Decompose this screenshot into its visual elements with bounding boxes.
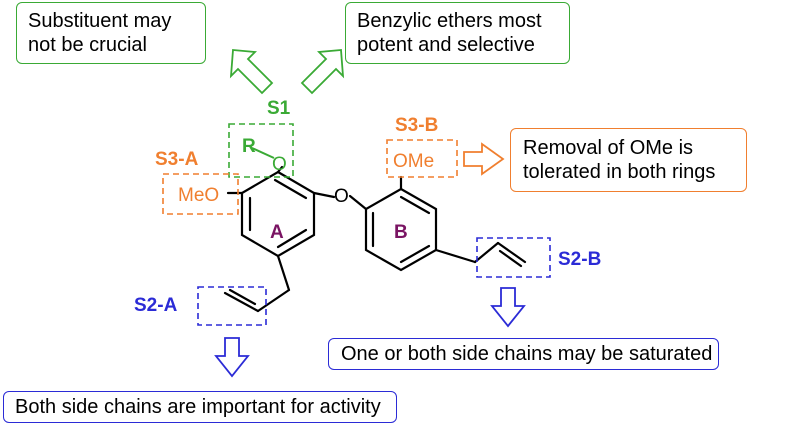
callout-s2a-important: Both side chains are important for activ… — [3, 391, 397, 423]
callout-text-line: Substituent may — [28, 10, 172, 32]
callout-s3b-removal: Removal of OMe is tolerated in both ring… — [510, 128, 747, 192]
callout-text-line: tolerated in both rings — [523, 161, 716, 183]
callout-s2b-saturated: One or both side chains may be saturated — [328, 338, 719, 370]
ring-a — [240, 170, 316, 258]
s1-dashed-box — [228, 123, 294, 178]
hollow-arrow-right-icon — [463, 142, 505, 176]
label-s1: S1 — [267, 98, 291, 119]
label-s3a: S3-A — [155, 149, 199, 170]
callout-text-line: Both side chains are important for activ… — [15, 396, 381, 418]
callout-text-line: One or both side chains may be saturated — [341, 343, 713, 365]
label-s2b: S2-B — [558, 249, 601, 270]
bond-ring-a-bridge-o — [312, 191, 336, 199]
methoxy-a-label: MeO — [178, 185, 219, 206]
callout-s1-benzylic-ethers: Benzylic ethers most potent and selectiv… — [345, 2, 570, 64]
callout-text-line: Removal of OMe is — [523, 137, 694, 159]
callout-s1-not-crucial: Substituent may not be crucial — [16, 2, 206, 64]
side-chain-b — [473, 241, 527, 268]
r-group-label: R — [242, 136, 256, 157]
ring-b-label: B — [394, 222, 408, 243]
methoxy-b-label: OMe — [393, 151, 434, 172]
ether-oxygen-s1: O — [272, 154, 287, 175]
bond-ring-a-o-s1 — [276, 165, 284, 174]
hollow-arrow-up-right-icon — [300, 49, 345, 95]
hollow-arrow-down-icon — [490, 287, 526, 328]
callout-text-line: potent and selective — [357, 34, 535, 56]
ring-b-double-bond-2 — [399, 244, 431, 264]
side-chain-a — [223, 288, 291, 313]
bond-ring-b-chain — [434, 248, 477, 264]
s3b-dashed-box — [386, 139, 458, 178]
bond-bridge-o-ring-b — [348, 194, 368, 211]
label-s3b: S3-B — [395, 115, 438, 136]
ring-a-double-bond-1 — [273, 178, 308, 200]
substituent-bonds — [226, 165, 477, 292]
bond-ring-a-chain — [276, 254, 291, 292]
bond-r-o — [251, 147, 275, 159]
callout-text-line: not be crucial — [28, 34, 147, 56]
s3a-dashed-box — [162, 173, 239, 215]
hollow-arrow-up-left-icon — [229, 49, 274, 95]
s2b-dashed-box — [476, 237, 551, 278]
label-s2a: S2-A — [134, 295, 178, 316]
hollow-arrow-down-icon — [214, 337, 250, 378]
s2a-dashed-box — [197, 286, 267, 326]
callout-text-line: Benzylic ethers most — [357, 10, 542, 32]
ring-a-label: A — [270, 222, 284, 243]
bridge-oxygen: O — [334, 186, 349, 207]
ring-a-double-bond-2 — [276, 228, 308, 249]
ring-b-double-bond-1 — [399, 195, 431, 215]
